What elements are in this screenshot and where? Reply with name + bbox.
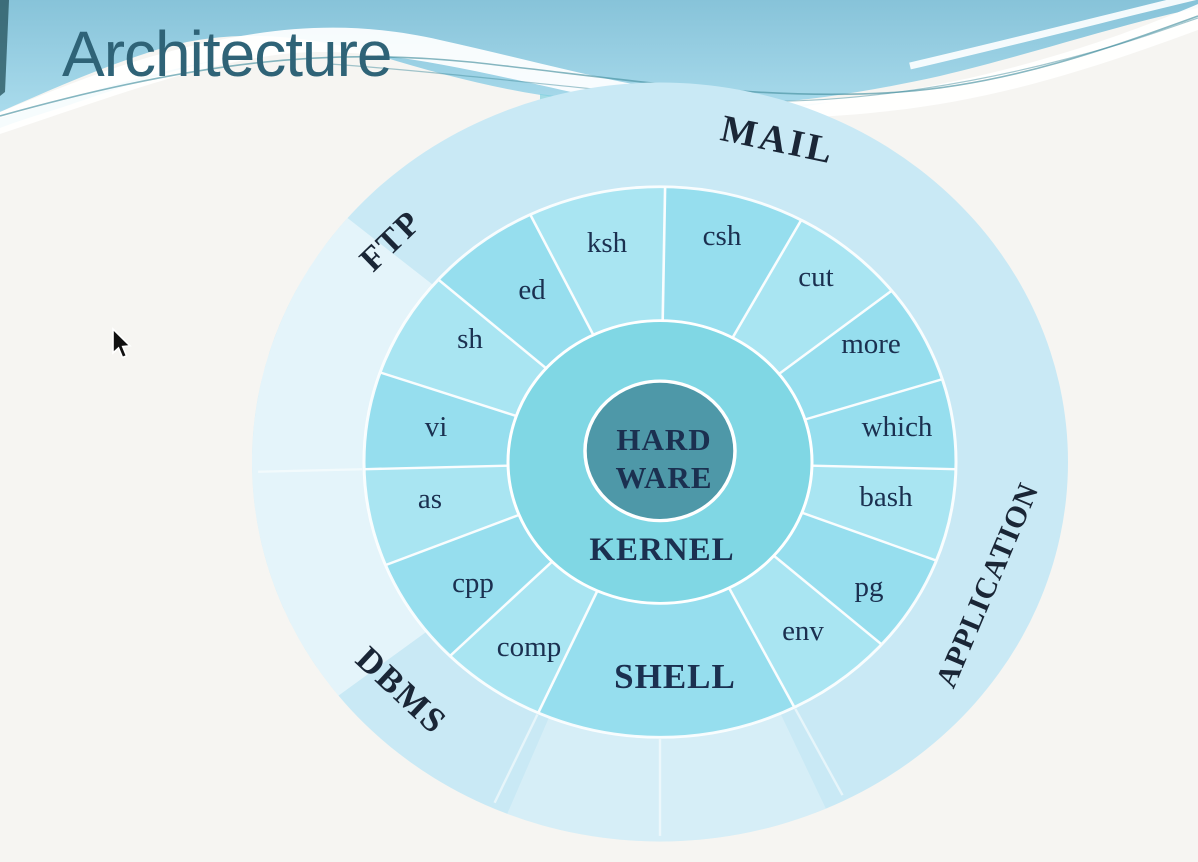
utility-ring-divider — [731, 220, 802, 338]
outer-ring-pale-left — [252, 218, 433, 696]
label-ed: ed — [518, 274, 546, 306]
utility-ring-divider — [386, 514, 519, 566]
hardware-label-line1: HARD — [616, 422, 711, 457]
banner-white-swoosh — [0, 4, 1198, 134]
label-cut: cut — [798, 261, 833, 293]
utility-ring-segment — [732, 220, 892, 375]
utility-ring-divider — [365, 464, 508, 471]
hardware-label-line2: WARE — [615, 460, 712, 495]
utility-ring-segment — [779, 290, 943, 420]
label-csh: csh — [703, 220, 742, 252]
label-vi: vi — [425, 411, 448, 443]
label-more: more — [841, 328, 901, 360]
utility-ring-divider — [537, 591, 599, 713]
label-ksh: ksh — [587, 227, 628, 259]
utility-ring-segment — [801, 465, 956, 561]
utility-ring-segment — [805, 379, 956, 470]
utility-ring-divider — [438, 279, 547, 369]
utility-ring-segment — [380, 279, 547, 416]
outer-ring-divider — [258, 468, 363, 473]
banner-wave-graphic — [0, 0, 1198, 134]
shell-label: SHELL — [614, 657, 736, 696]
middle-ring-outer-edge — [362, 185, 958, 739]
utility-ring-divider — [728, 588, 796, 707]
utility-ring-divider — [449, 561, 553, 657]
utility-ring-segment — [729, 555, 882, 708]
label-sh: sh — [457, 323, 483, 355]
banner-topleft-dark-edge — [0, 0, 9, 96]
label-which: which — [862, 411, 933, 443]
kernel-label: KERNEL — [589, 532, 734, 568]
label-env: env — [782, 615, 824, 647]
utility-ring-divider — [661, 187, 667, 320]
outer-ring-pale-bottom — [507, 714, 826, 842]
utility-ring-segment — [438, 214, 594, 369]
banner-blue-shape — [0, 0, 1198, 112]
outer-ring-divider — [794, 708, 844, 796]
utility-ring-divider — [812, 464, 955, 471]
utility-ring-segment — [530, 186, 666, 335]
banner-thin-line-2 — [329, 17, 1198, 102]
mouse-cursor[interactable] — [112, 327, 132, 359]
utility-ring-divider — [773, 555, 882, 645]
label-bash: bash — [859, 481, 913, 513]
label-as: as — [418, 483, 442, 515]
banner-thin-line-1 — [0, 15, 1198, 117]
utility-ring-divider — [802, 511, 936, 562]
utility-ring-segment — [538, 587, 795, 738]
label-comp: comp — [497, 631, 561, 663]
label-cpp: cpp — [452, 567, 494, 599]
slide-title: Architecture — [62, 18, 391, 90]
utility-ring-segment — [450, 561, 598, 713]
utility-ring-divider — [805, 378, 942, 421]
outer-ring-divider — [493, 714, 539, 804]
utility-ring-segment — [662, 186, 802, 338]
utility-ring-segment — [364, 465, 520, 566]
utility-ring-divider — [380, 371, 516, 417]
hardware-core — [583, 379, 737, 523]
utility-ring-segment — [773, 512, 937, 645]
utility-ring-segment — [363, 372, 517, 470]
utility-ring-divider — [529, 214, 595, 335]
banner-topright-white-curve — [909, 0, 1197, 70]
label-pg: pg — [855, 571, 884, 603]
utility-ring-divider — [778, 290, 892, 375]
architecture-rings — [252, 82, 1068, 842]
